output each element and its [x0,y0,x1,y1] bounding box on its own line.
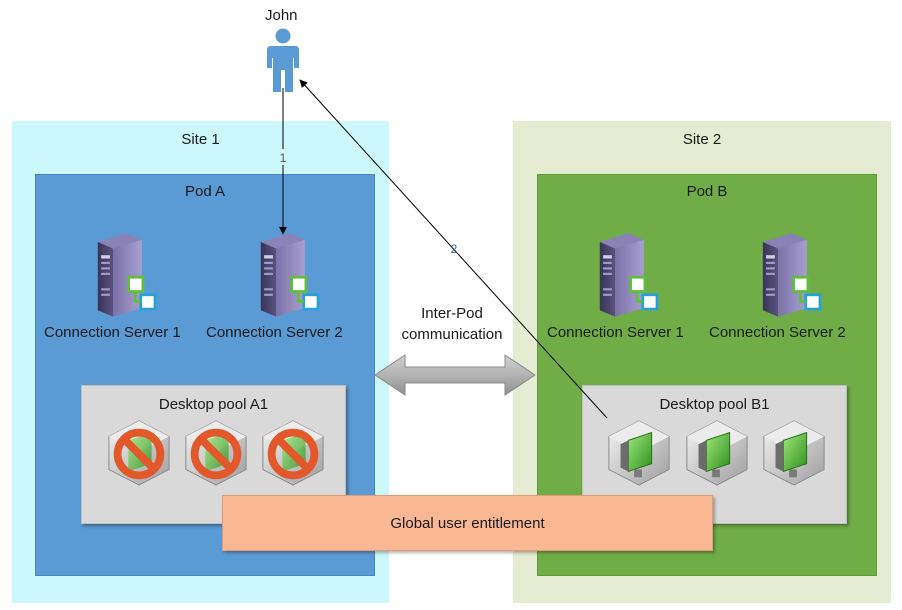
pod-a-label: Pod A [184,183,226,200]
double-arrow-icon [374,354,536,396]
user-icon [267,28,299,92]
pod-b-connection-server-2-label: Connection Server 2 [709,324,846,341]
arrow-step-1-label: 1 [280,151,287,165]
inter-pod-label-line1: Inter-Pod [421,305,483,322]
pod-a-connection-server-1-label: Connection Server 1 [44,324,181,341]
arrow-step-2-label: 2 [451,242,458,256]
global-user-entitlement: Global user entitlement [222,495,713,551]
pod-a-connection-server-2-label: Connection Server 2 [206,324,343,341]
site-1-label: Site 1 [181,131,220,148]
pod-b-connection-server-1-label: Connection Server 1 [547,324,684,341]
global-user-entitlement-label: Global user entitlement [390,514,545,532]
arrow-step-2 [299,79,608,419]
inter-pod-label-line2: communication [401,326,503,343]
inter-pod-label: Inter-Pod communication [388,303,516,345]
pod-b-label: Pod B [686,183,728,200]
site-2-label: Site 2 [682,131,722,148]
desktop-pool-b1-label: Desktop pool B1 [659,396,770,413]
desktop-pool-a1-label: Desktop pool A1 [158,396,269,413]
user-name: John [265,7,298,24]
